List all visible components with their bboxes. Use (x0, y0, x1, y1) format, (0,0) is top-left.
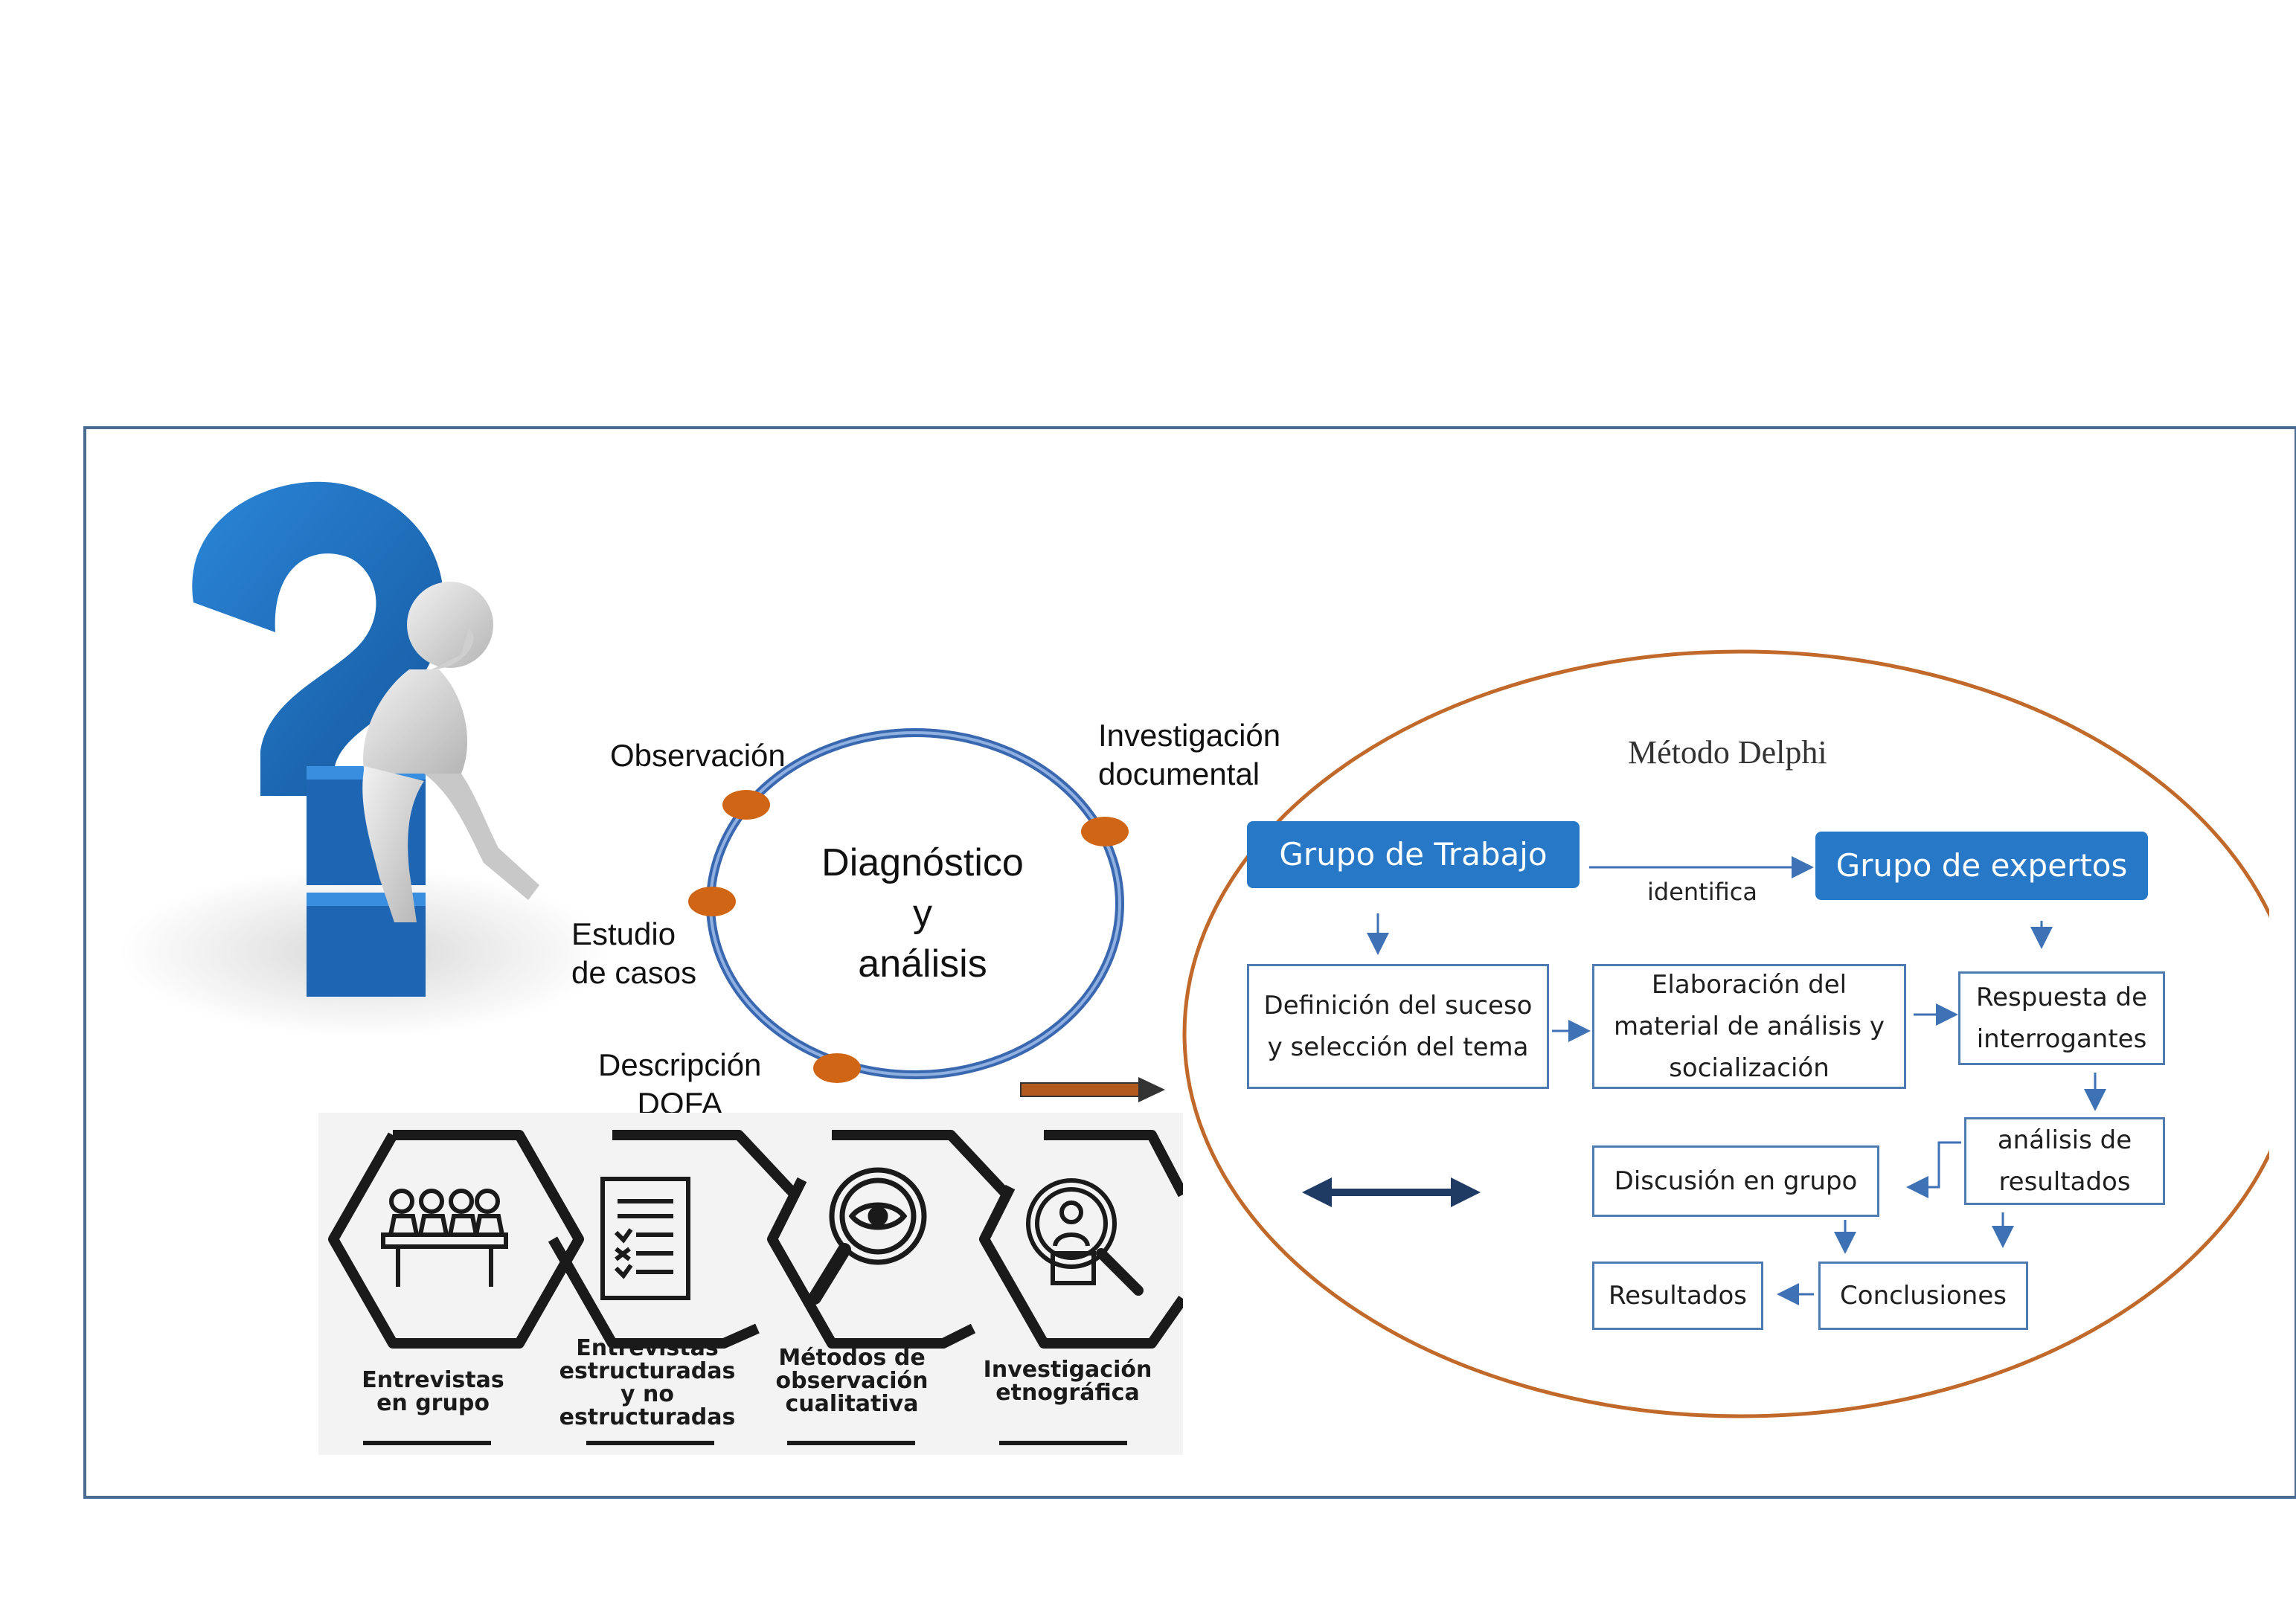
method-label-entrevistas-estructuradas: Entrevistas estructuradas y no estructur… (554, 1337, 740, 1429)
resultados-box: Resultados (1592, 1262, 1763, 1330)
grupo-expertos-box: Grupo de expertos (1815, 832, 2148, 900)
node-label-line: Investigación (1098, 718, 1281, 753)
method-label-line: Entrevistas (576, 1335, 719, 1361)
discusion-box: Discusión en grupo (1592, 1145, 1879, 1217)
center-line-3: análisis (858, 942, 987, 986)
node-label-line: de casos (571, 955, 697, 990)
respuesta-box: Respuesta de interrogantes (1958, 971, 2165, 1065)
conclusiones-box: Conclusiones (1818, 1262, 2028, 1330)
method-label-line: observación (775, 1368, 929, 1394)
method-underlines (363, 1441, 1127, 1445)
method-label-entrevistas-grupo: Entrevistas en grupo (340, 1369, 526, 1415)
node-label-investigacion: Investigación documental (1098, 716, 1280, 794)
eye-magnifier-icon (808, 1167, 927, 1305)
method-label-line: cualitativa (785, 1391, 919, 1417)
method-label-line: en grupo (376, 1390, 490, 1416)
identifica-label: identifica (1647, 878, 1757, 906)
method-label-line: y no (621, 1381, 674, 1407)
thinking-person-question-mark-illustration (119, 481, 610, 1038)
methods-strip (318, 1113, 1183, 1455)
cycle-center-label: Diagnóstico y análisis (804, 838, 1042, 989)
double-headed-arrow (1302, 1177, 1481, 1207)
delphi-connectors (1367, 856, 2106, 1305)
node-label-line: Estudio (571, 916, 676, 951)
elaboracion-box: Elaboración del material de análisis y s… (1592, 964, 1906, 1089)
method-label-line: Entrevistas (362, 1367, 504, 1393)
node-label-line: Observación (610, 738, 786, 773)
method-label-line: Investigación (983, 1357, 1152, 1383)
node-label-estudio: Estudio de casos (571, 915, 696, 992)
diagram-frame (83, 426, 2296, 1499)
node-dot-descripcion (813, 1053, 861, 1083)
node-dot-estudio (688, 887, 736, 916)
right-arrow (1020, 1077, 1165, 1102)
definicion-box: Definición del suceso y selección del te… (1247, 964, 1549, 1089)
method-label-line: estructuradas (559, 1404, 736, 1430)
person-magnifier-icon (1026, 1178, 1144, 1296)
method-label-line: Métodos de (778, 1345, 926, 1371)
grupo-trabajo-box: Grupo de Trabajo (1247, 821, 1580, 888)
node-label-observacion: Observación (610, 736, 786, 775)
method-label-line: etnográfica (995, 1380, 1140, 1406)
center-line-2: y (913, 892, 932, 935)
center-line-1: Diagnóstico (821, 841, 1024, 884)
analisis-box: análisis de resultados (1964, 1117, 2165, 1205)
node-label-line: Descripción (598, 1047, 762, 1082)
methods-hexagons (328, 1130, 1183, 1349)
node-label-line: documental (1098, 756, 1260, 791)
method-label-observacion-cualitativa: Métodos de observación cualitativa (759, 1346, 945, 1415)
group-meeting-icon (381, 1189, 508, 1287)
node-dot-observacion (722, 790, 770, 820)
node-label-descripcion: Descripción DOFA (598, 1046, 761, 1123)
method-label-investigacion-etnografica: Investigación etnográfica (975, 1358, 1161, 1404)
delphi-title: Método Delphi (1628, 734, 1827, 771)
node-dot-investigacion (1081, 817, 1129, 846)
method-label-line: estructuradas (559, 1358, 736, 1384)
checklist-icon (600, 1177, 690, 1300)
